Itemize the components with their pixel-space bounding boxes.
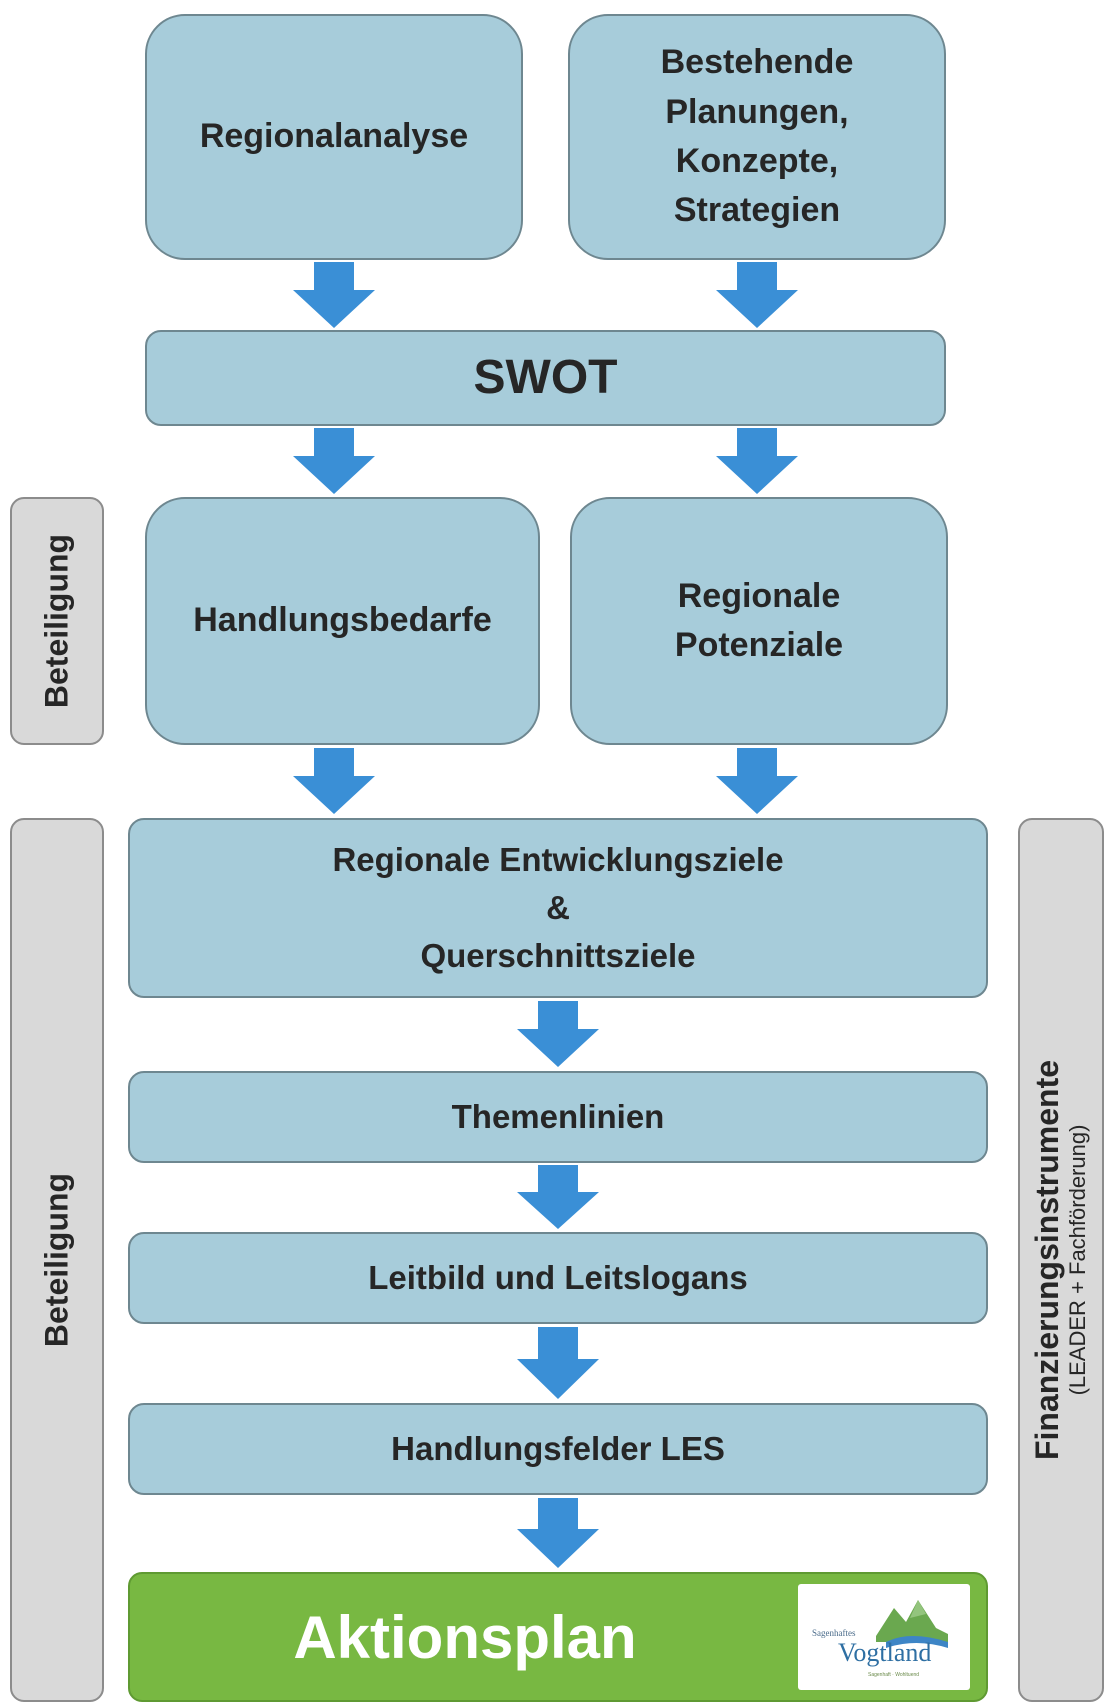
handlungsfelder-box: Handlungsfelder LES [128,1403,988,1495]
regionalanalyse-box: Regionalanalyse [145,14,523,260]
beteiligung-bottom-label: Beteiligung [38,1172,75,1348]
finanzierung-panel: Finanzierungsinstrumente (LEADER + Fachf… [1018,818,1104,1702]
down-arrow-icon [517,1498,599,1568]
leitbild-box: Leitbild und Leitslogans [128,1232,988,1324]
planungen-line-2: Planungen, [665,92,849,131]
finanzierung-subtitle: (LEADER + Fachförderung) [1065,1124,1091,1396]
logo-small-text: Sagenhaftes [812,1628,856,1638]
regionalanalyse-label: Regionalanalyse [199,117,469,156]
logo-tagline: Sagenhaft · Wohltuend [868,1672,920,1678]
down-arrow-icon [716,748,798,814]
down-arrow-icon [293,428,375,494]
logo-mountain-graphic [876,1600,948,1648]
swot-label: SWOT [473,351,618,405]
down-arrow-icon [293,748,375,814]
swot-box: SWOT [145,330,946,426]
vogtland-logo: Sagenhaftes Vogtland Sagenhaft · Wohltue… [798,1584,970,1690]
themenlinien-label: Themenlinien [451,1098,665,1136]
handlungsfelder-label: Handlungsfelder LES [391,1430,725,1468]
down-arrow-icon [517,1327,599,1399]
down-arrow-icon [293,262,375,328]
aktionsplan-label: Aktionsplan [293,1603,637,1671]
potenziale-line-2: Potenziale [674,626,844,664]
entwicklungsziele-line-2: & [546,889,570,927]
down-arrow-icon [517,1001,599,1067]
themenlinien-box: Themenlinien [128,1071,988,1163]
entwicklungsziele-box: Regionale Entwicklungsziele & Querschnit… [128,818,988,998]
regionale-potenziale-box: Regionale Potenziale [570,497,948,745]
potenziale-line-1: Regionale [677,576,841,615]
bestehende-planungen-box: Bestehende Planungen, Konzepte, Strategi… [568,14,946,260]
entwicklungsziele-line-3: Querschnittsziele [420,936,696,974]
handlungsbedarfe-box: Handlungsbedarfe [145,497,540,745]
logo-brand-text: Vogtland [838,1638,932,1667]
beteiligung-bottom-panel: Beteiligung [10,818,104,1702]
down-arrow-icon [716,428,798,494]
beteiligung-top-panel: Beteiligung [10,497,104,745]
planungen-line-3: Konzepte, [675,142,839,180]
handlungsbedarfe-label: Handlungsbedarfe [193,601,492,640]
beteiligung-top-label: Beteiligung [38,533,75,709]
finanzierung-text: Finanzierungsinstrumente (LEADER + Fachf… [1029,1059,1092,1461]
down-arrow-icon [716,262,798,328]
leitbild-label: Leitbild und Leitslogans [368,1259,748,1297]
planungen-line-4: Strategien [673,191,841,230]
down-arrow-icon [517,1165,599,1229]
entwicklungsziele-line-1: Regionale Entwicklungsziele [332,841,784,879]
aktionsplan-box: Aktionsplan Sagenhaftes Vogtland Sagenha… [128,1572,988,1702]
finanzierung-title: Finanzierungsinstrumente [1029,1059,1066,1461]
planungen-line-1: Bestehende [660,43,854,82]
